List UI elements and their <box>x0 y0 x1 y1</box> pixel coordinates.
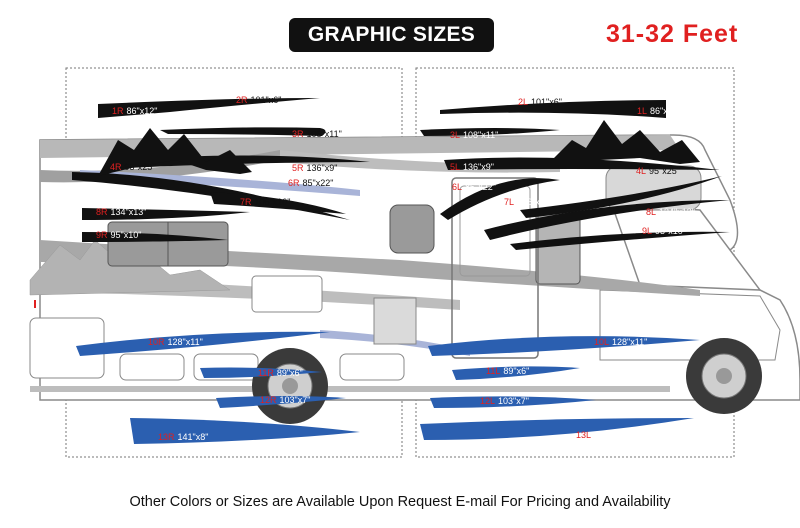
page-title: GRAPHIC SIZES <box>289 18 494 52</box>
rv-length-label: 31-32 Feet <box>606 20 739 48</box>
rear-wheel <box>252 348 328 424</box>
blue-decals-left <box>420 336 700 440</box>
footer-note: Other Colors or Sizes are Available Upon… <box>129 494 671 510</box>
blue-decals-right <box>76 331 360 444</box>
rv-body <box>29 134 800 401</box>
black-decals-right <box>72 98 370 242</box>
black-decals-left <box>420 100 730 250</box>
front-wheel <box>686 338 762 414</box>
